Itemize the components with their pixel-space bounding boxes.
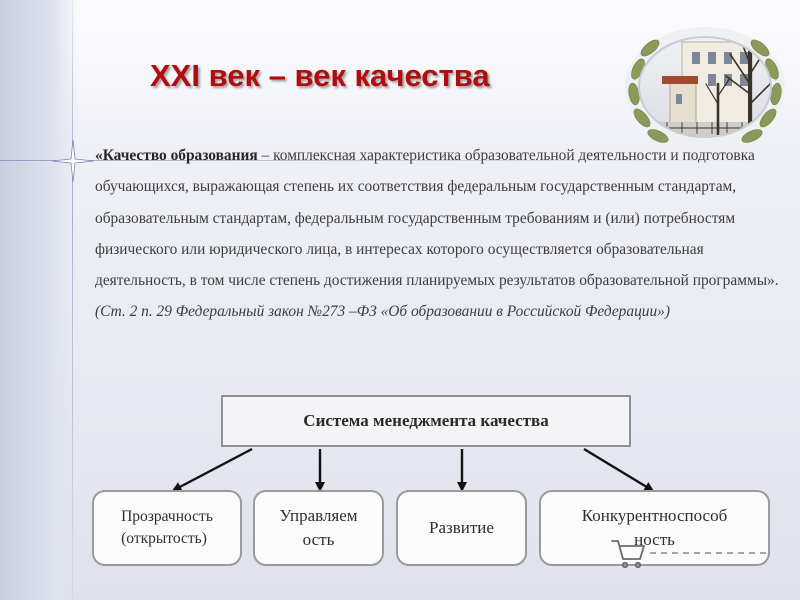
sparkle-icon <box>52 140 94 182</box>
node-transparency: Прозрачность (открытость) <box>92 490 242 566</box>
node-competitiveness-line2: ность <box>634 530 675 549</box>
definition-term: «Качество образования <box>95 147 258 164</box>
node-development: Развитие <box>396 490 527 566</box>
arrow-to-competitiveness <box>583 447 655 492</box>
decorative-vertical-line <box>72 0 73 600</box>
root-node-label: Система менеджмента качества <box>303 411 549 430</box>
node-manageability: Управляем ость <box>253 490 384 566</box>
decorative-horizontal-line <box>0 160 800 161</box>
arrow-to-transparency <box>171 447 253 492</box>
definition-paragraph: «Качество образования – комплексная хара… <box>95 140 785 328</box>
node-competitiveness-line1: Конкурентноспособ <box>581 506 728 525</box>
definition-text: – комплексная характеристика образовател… <box>95 147 779 290</box>
node-development-line1: Развитие <box>429 518 494 537</box>
node-manageability-line2: ость <box>302 530 335 549</box>
left-decorative-band <box>0 0 78 600</box>
slide-title: XXI век – век качества <box>150 58 490 93</box>
shopping-cart-icon <box>611 540 770 569</box>
quality-management-system-box: Система менеджмента качества <box>221 395 631 447</box>
node-transparency-line2: (открытость) <box>121 530 207 547</box>
node-manageability-line1: Управляем <box>279 506 358 525</box>
node-transparency-line1: Прозрачность <box>121 508 213 525</box>
law-citation: (Ст. 2 п. 29 Федеральный закон №273 –ФЗ … <box>95 303 670 321</box>
school-building-laurel-emblem-icon <box>625 27 785 147</box>
